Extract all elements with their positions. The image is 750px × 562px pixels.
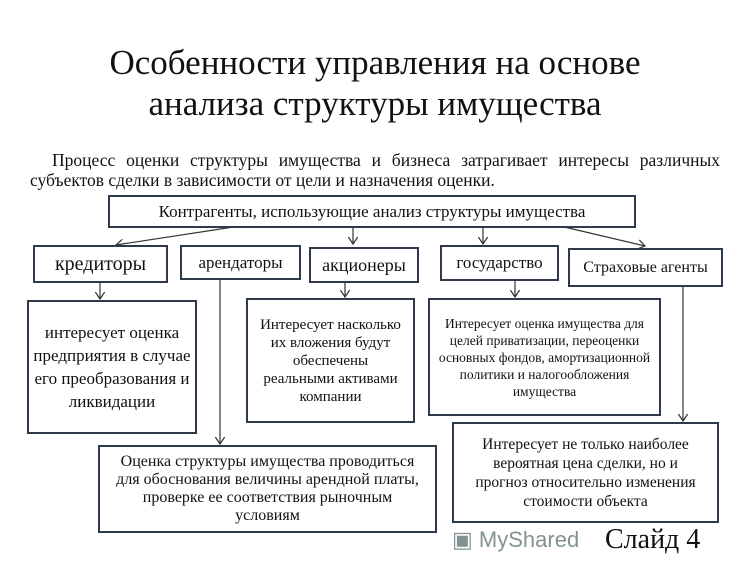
interest-text: Оценка структуры имущества проводиться д… <box>116 453 419 524</box>
party-label: государство <box>456 253 543 272</box>
party-label: арендаторы <box>198 252 283 272</box>
interest-text: Интересует оценка имущества для целей пр… <box>438 315 651 399</box>
interest-text: интересует оценка предприятия в случае е… <box>33 323 191 411</box>
party-label: Страховые агенты <box>583 258 708 276</box>
presentation-icon: ▣ <box>452 527 479 552</box>
root-box: Контрагенты, использующие анализ структу… <box>108 195 636 228</box>
watermark-text: MyShared <box>478 527 580 552</box>
party-shareholders: акционеры <box>309 247 419 283</box>
interest-text: Интересует насколько их вложения будут о… <box>260 316 401 405</box>
root-label: Контрагенты, использующие анализ структу… <box>158 201 586 221</box>
slide-number: Слайд 4 <box>605 524 701 555</box>
party-tenants: арендаторы <box>180 245 301 280</box>
title-line-2: анализа структуры имущества <box>148 84 602 123</box>
arrow-root-insurers <box>559 225 645 246</box>
creditors-interest-box: интересует оценка предприятия в случае е… <box>27 300 197 434</box>
watermark-logo: ▣ MyShared <box>452 527 579 553</box>
shareholders-interest-box: Интересует насколько их вложения будут о… <box>246 298 415 423</box>
party-label: акционеры <box>322 254 406 275</box>
state-interest-box: Интересует оценка имущества для целей пр… <box>428 298 661 416</box>
arrow-root-creditors <box>116 225 241 245</box>
interest-text: Интересует не только наиболее вероятная … <box>475 435 696 510</box>
party-creditors: кредиторы <box>33 245 168 283</box>
insurers-interest-box: Интересует не только наиболее вероятная … <box>452 422 719 523</box>
title-line-1: Особенности управления на основе <box>109 43 641 82</box>
tenants-interest-box: Оценка структуры имущества проводиться д… <box>98 445 437 533</box>
party-state: государство <box>440 245 559 281</box>
party-insurers: Страховые агенты <box>568 248 723 287</box>
party-label: кредиторы <box>54 252 147 275</box>
intro-text: Процесс оценки структуры имущества и биз… <box>30 150 720 190</box>
